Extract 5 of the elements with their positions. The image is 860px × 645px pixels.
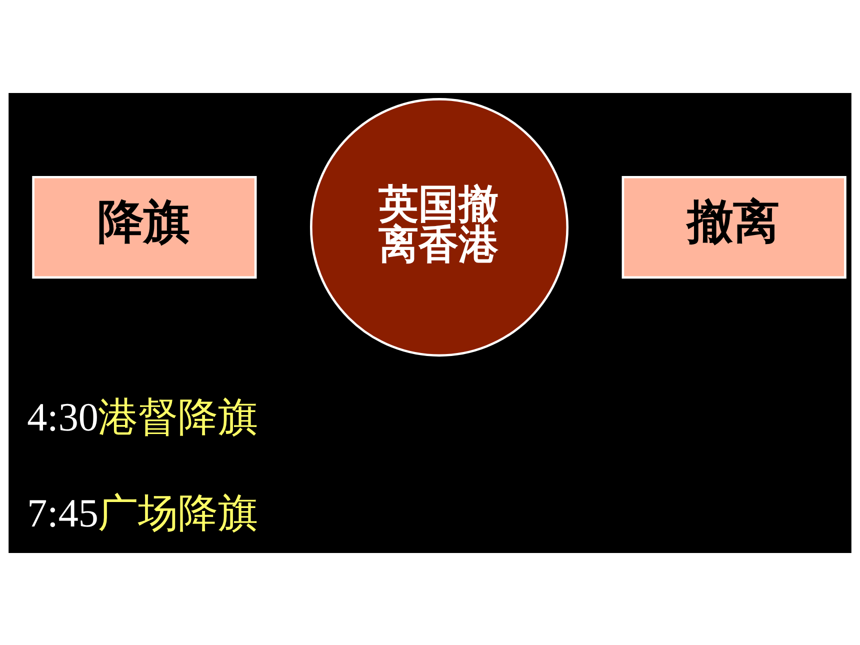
label: 4:30港督降旗 [27, 394, 258, 440]
node-box: 降旗 [32, 175, 257, 278]
node-circle: 英国撤离香港 [310, 98, 569, 356]
node-box: 撤离 [622, 175, 846, 278]
label: 7:45广场降旗 [27, 490, 258, 535]
